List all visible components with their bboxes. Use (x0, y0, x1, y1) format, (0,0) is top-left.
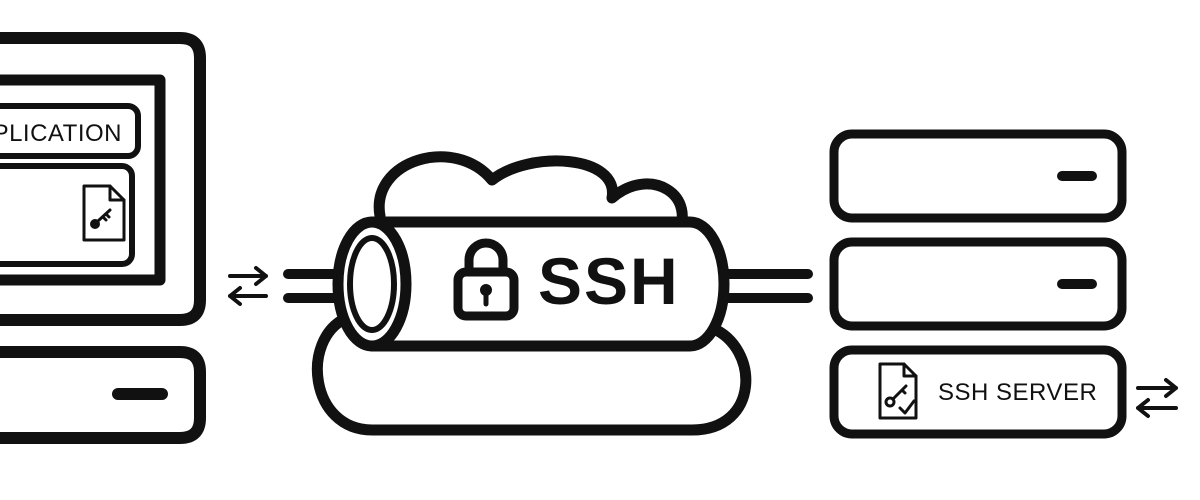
ssh-tunnel-label: SSH (538, 244, 680, 318)
server-unit-1 (829, 129, 1127, 223)
server-unit-2 (829, 237, 1127, 331)
padlock-icon (453, 238, 519, 321)
client-tower (0, 346, 206, 444)
cloud (311, 151, 752, 436)
verified-key-file-icon (878, 362, 918, 420)
connection-lines-right (717, 269, 813, 303)
ssh-server-label: SSH SERVER (938, 379, 1098, 406)
client-app-window[interactable] (0, 103, 141, 267)
server-unit-3[interactable] (829, 345, 1127, 439)
key-file-icon (82, 184, 126, 242)
client-bidirectional-arrows-icon (228, 266, 268, 306)
server-bidirectional-arrows-icon (1136, 378, 1178, 418)
client-app-label: APPLICATION (0, 122, 122, 146)
client-monitor (0, 32, 206, 326)
